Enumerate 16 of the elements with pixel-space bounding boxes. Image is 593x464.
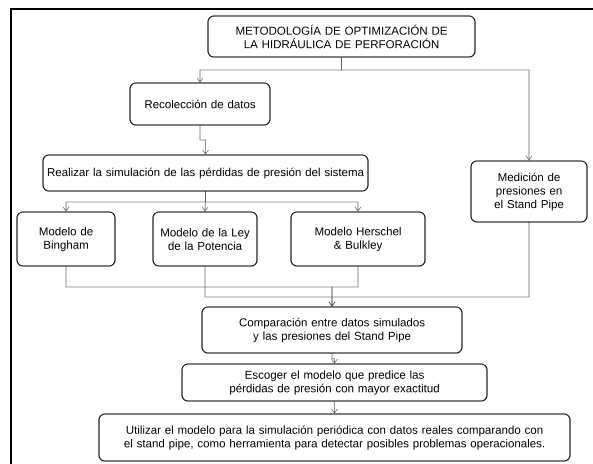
process-box: Comparación entre datos simulados y las presiones del Stand Pipe bbox=[201, 306, 463, 354]
arrow bbox=[200, 125, 209, 154]
process-box: Recolección de datos bbox=[129, 82, 271, 126]
arrow bbox=[328, 222, 530, 306]
process-box: Medición de presiones en el Stand Pipe bbox=[470, 160, 588, 223]
process-box: Modelo de la Ley de la Potencia bbox=[152, 211, 258, 267]
arrow bbox=[331, 353, 338, 364]
arrow bbox=[331, 401, 338, 414]
process-box: Modelo de Bingham bbox=[16, 211, 116, 267]
process-box: Modelo Herschel & Bulkley bbox=[290, 211, 426, 267]
arrow bbox=[341, 57, 532, 160]
process-box: Realizar la simulación de las pérdidas de presión del sistema bbox=[42, 154, 369, 192]
arrow bbox=[205, 191, 362, 212]
process-box: Escoger el modelo que predice las pérdidas de presión con mayor exactitud bbox=[181, 363, 488, 402]
title-box: METODOLOGÍA DE OPTIMIZACIÓN DE LA HIDRÁULICA DE PERFORACIÓN bbox=[207, 15, 476, 58]
process-box: Utilizar el modelo para la simulación periódica con datos reales comparando con el stand pipe, como herramienta para detectar posibles problemas operacionales. bbox=[98, 413, 571, 462]
